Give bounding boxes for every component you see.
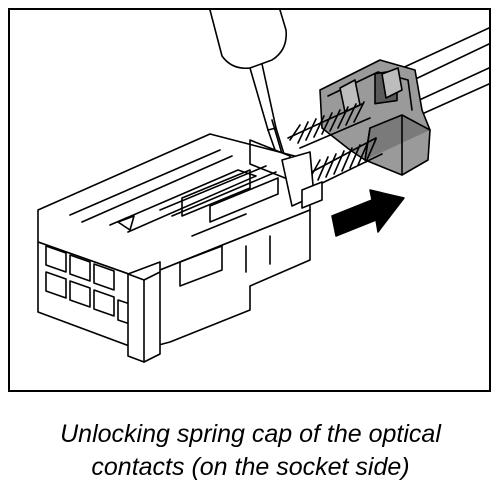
spring-cap-housing (319, 59, 431, 176)
figure-caption: Unlocking spring cap of the optical cont… (0, 418, 501, 484)
cables (397, 27, 489, 115)
connector-illustration (37, 10, 489, 363)
illustration-frame (8, 8, 491, 392)
push-direction-arrow-icon (327, 189, 405, 237)
caption-line-2: contacts (on the socket side) (91, 453, 410, 481)
caption-line-1: Unlocking spring cap of the optical (60, 420, 441, 448)
spring-cap-latch (281, 151, 323, 209)
springs (287, 101, 383, 187)
connector-housing (37, 133, 311, 363)
